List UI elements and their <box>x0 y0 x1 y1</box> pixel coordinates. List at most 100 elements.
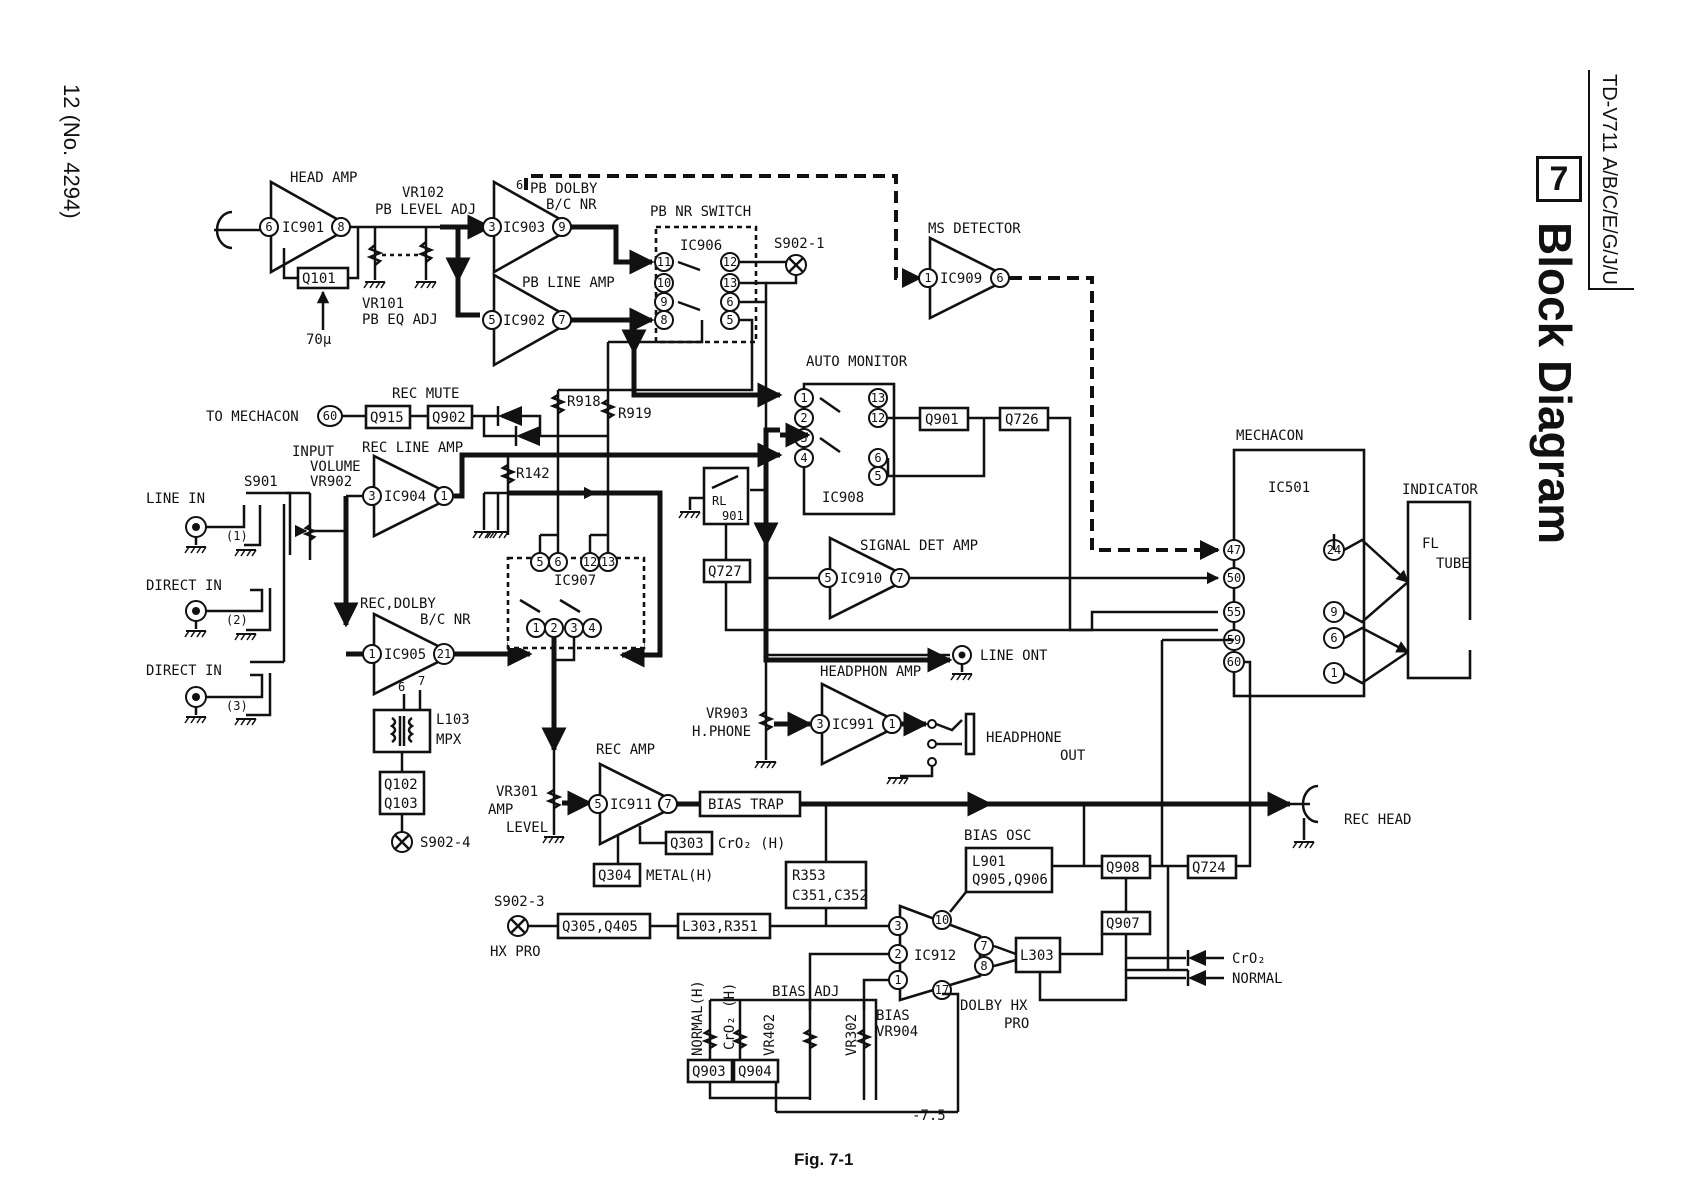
hx-pro-label: HX PRO <box>490 944 541 960</box>
input-label: INPUT <box>292 444 335 460</box>
head-amp: HEAD AMP 6 IC901 8 <box>259 170 357 275</box>
pb-nr-switch-label: PB NR SWITCH <box>650 204 751 220</box>
bias-vertical-labels: NORMAL(H) CrO₂ (H) VR402 VR302 <box>690 980 860 1056</box>
s902-1-label: S902-1 <box>774 236 825 252</box>
q904-box <box>732 1058 780 1084</box>
in1-label: (1) <box>226 529 248 543</box>
svg-text:11: 11 <box>657 255 671 269</box>
ic991-pin-in: 3 <box>816 717 823 731</box>
svg-text:6: 6 <box>874 451 881 465</box>
level-label: LEVEL <box>506 820 548 836</box>
rec-amp: 5 IC911 7 <box>588 761 683 847</box>
ic906-pins: 11 10 9 8 12 13 6 5 <box>654 252 740 330</box>
head-amp-label: HEAD AMP <box>290 170 357 186</box>
ic501-label: IC501 <box>1268 480 1310 496</box>
svg-text:5: 5 <box>726 313 733 327</box>
svg-text:7: 7 <box>980 939 987 953</box>
s902-4-lamp-icon <box>391 831 413 853</box>
pb-dolby-label: PB DOLBY <box>530 181 598 197</box>
seventy-mu-label: 70μ <box>306 332 332 348</box>
l901-label: L901 <box>972 854 1006 870</box>
svg-text:8: 8 <box>660 313 667 327</box>
cro2-label: CrO₂ <box>1232 951 1266 967</box>
svg-text:10: 10 <box>935 913 949 927</box>
q915-label: Q915 <box>370 410 404 426</box>
rec-bc-nr-label: B/C NR <box>420 612 471 628</box>
bias-trap-box <box>698 790 802 818</box>
svg-text:1: 1 <box>1330 666 1337 680</box>
bias-adj-label: BIAS ADJ <box>772 984 839 1000</box>
r353-box <box>784 860 868 910</box>
ic906-label: IC906 <box>680 238 722 254</box>
r919-label: R919 <box>618 406 652 422</box>
vr102-label: VR102 <box>402 185 444 201</box>
indicator-label: INDICATOR <box>1402 482 1478 498</box>
s902-4-label: S902-4 <box>420 835 471 851</box>
q102-q103-box <box>378 770 426 816</box>
to-mechacon-label: TO MECHACON <box>206 409 299 425</box>
svg-text:60: 60 <box>1227 655 1241 669</box>
metal-h-label: METAL(H) <box>646 868 713 884</box>
ic905-pin-7: 7 <box>418 674 425 688</box>
q305-q405-box <box>556 912 652 940</box>
vr301-label: VR301 <box>496 784 538 800</box>
ic903-pin-in: 3 <box>488 220 495 234</box>
dolby-hx-label: DOLBY HX <box>960 998 1028 1014</box>
ic903-label: IC903 <box>503 220 545 236</box>
ic902-pin-out: 7 <box>558 313 565 327</box>
svg-text:4: 4 <box>588 621 595 635</box>
ic910-pin-in: 5 <box>824 571 831 585</box>
ms-detector-amp: 1 IC909 6 <box>918 235 1013 321</box>
ic904-pin-in: 3 <box>368 489 375 503</box>
bias-trap-label: BIAS TRAP <box>708 797 784 813</box>
ic991-label: IC991 <box>832 717 874 733</box>
signal-det-amp-label: SIGNAL DET AMP <box>860 538 978 554</box>
ic905-pin-in: 1 <box>368 647 375 661</box>
mpx-label: MPX <box>436 732 462 748</box>
svg-text:2: 2 <box>800 411 807 425</box>
volume-label: VOLUME <box>310 459 361 475</box>
ic910-label: IC910 <box>840 571 882 587</box>
pb-dolby-amp: 3 IC903 9 6 <box>482 178 577 275</box>
headphone-out-label-2: OUT <box>1060 748 1086 764</box>
svg-text:8: 8 <box>980 959 987 973</box>
rl901-label-b: 901 <box>722 509 744 523</box>
mechacon-pin-60: 60 <box>323 409 337 423</box>
l303-r351-label: L303,R351 <box>682 919 758 935</box>
pro-label: PRO <box>1004 1016 1029 1032</box>
svg-text:9: 9 <box>1330 605 1337 619</box>
svg-text:5: 5 <box>874 469 881 483</box>
q101-label: Q101 <box>302 271 336 287</box>
ic910-pin-out: 7 <box>896 571 903 585</box>
ic904-label: IC904 <box>384 489 426 505</box>
pb-head-icon <box>214 210 266 250</box>
headphon-amp: 3 IC991 1 <box>810 681 905 767</box>
svg-text:47: 47 <box>1227 543 1241 557</box>
normal-label: NORMAL <box>1232 971 1283 987</box>
svg-text:12: 12 <box>723 255 737 269</box>
c351-c352-label: C351,C352 <box>792 888 868 904</box>
vr902-label: VR902 <box>310 474 352 490</box>
cro2-normal-diodes-icon <box>1126 950 1224 986</box>
svg-text:2: 2 <box>894 947 901 961</box>
fl-tube-box <box>1406 500 1472 680</box>
line-out-jack-icon <box>950 645 973 681</box>
svg-text:6: 6 <box>554 555 561 569</box>
rl901-box <box>702 466 750 526</box>
r353-label: R353 <box>792 868 826 884</box>
rec-dolby-label: REC,DOLBY <box>360 596 436 612</box>
in3-label: (3) <box>226 699 248 713</box>
rec-line-amp: 3 IC904 1 <box>362 453 457 539</box>
svg-text:6: 6 <box>1330 631 1337 645</box>
q904-label: Q904 <box>738 1064 772 1080</box>
q908-label: Q908 <box>1106 860 1140 876</box>
direct-in-2-jack-icon: (3) <box>184 660 284 726</box>
rl901-label-a: RL <box>712 494 726 508</box>
rec-head-icon <box>1290 784 1319 849</box>
amp-label: AMP <box>488 802 513 818</box>
svg-text:5: 5 <box>536 555 543 569</box>
ic912-label: IC912 <box>914 948 956 964</box>
svg-text:9: 9 <box>660 295 667 309</box>
rec-head-label: REC HEAD <box>1344 812 1411 828</box>
svg-text:1: 1 <box>894 973 901 987</box>
